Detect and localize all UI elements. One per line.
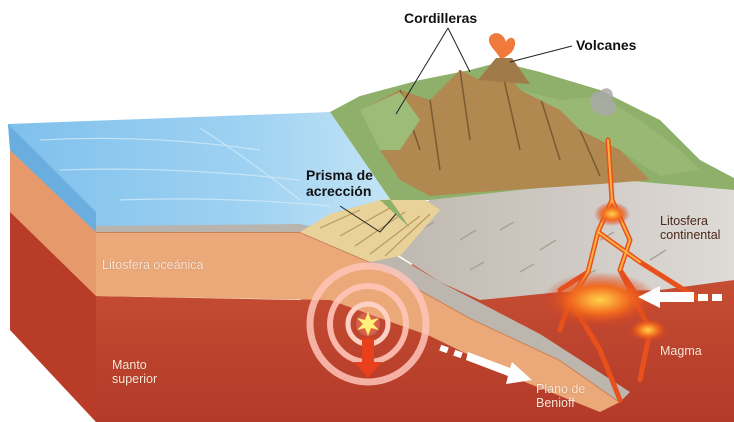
label-manto-superior: Manto superior bbox=[112, 358, 157, 386]
label-plano-line1: Plano de bbox=[536, 382, 585, 396]
label-litosfera-oceanica: Litosfera oceánica bbox=[102, 258, 203, 272]
label-plano-benioff: Plano de Benioff bbox=[536, 382, 585, 410]
label-litosfera-continental: Litosfera continental bbox=[660, 214, 720, 242]
label-prisma-line1: Prisma de bbox=[306, 168, 373, 184]
label-prisma-line2: acrección bbox=[306, 184, 373, 200]
label-volcanes: Volcanes bbox=[576, 38, 636, 54]
label-cordilleras: Cordilleras bbox=[404, 11, 477, 27]
label-magma: Magma bbox=[660, 344, 702, 358]
volcano-eruption bbox=[489, 33, 515, 58]
label-plano-line2: Benioff bbox=[536, 396, 585, 410]
label-prisma-acrecion: Prisma de acrección bbox=[306, 168, 373, 199]
magma-pocket-2 bbox=[628, 318, 668, 342]
label-manto-line2: superior bbox=[112, 372, 157, 386]
label-litosfera-continental-line2: continental bbox=[660, 228, 720, 242]
leader-volcanes bbox=[510, 46, 572, 62]
label-litosfera-continental-line1: Litosfera bbox=[660, 214, 720, 228]
label-manto-line1: Manto bbox=[112, 358, 157, 372]
magma-pocket bbox=[594, 202, 630, 226]
